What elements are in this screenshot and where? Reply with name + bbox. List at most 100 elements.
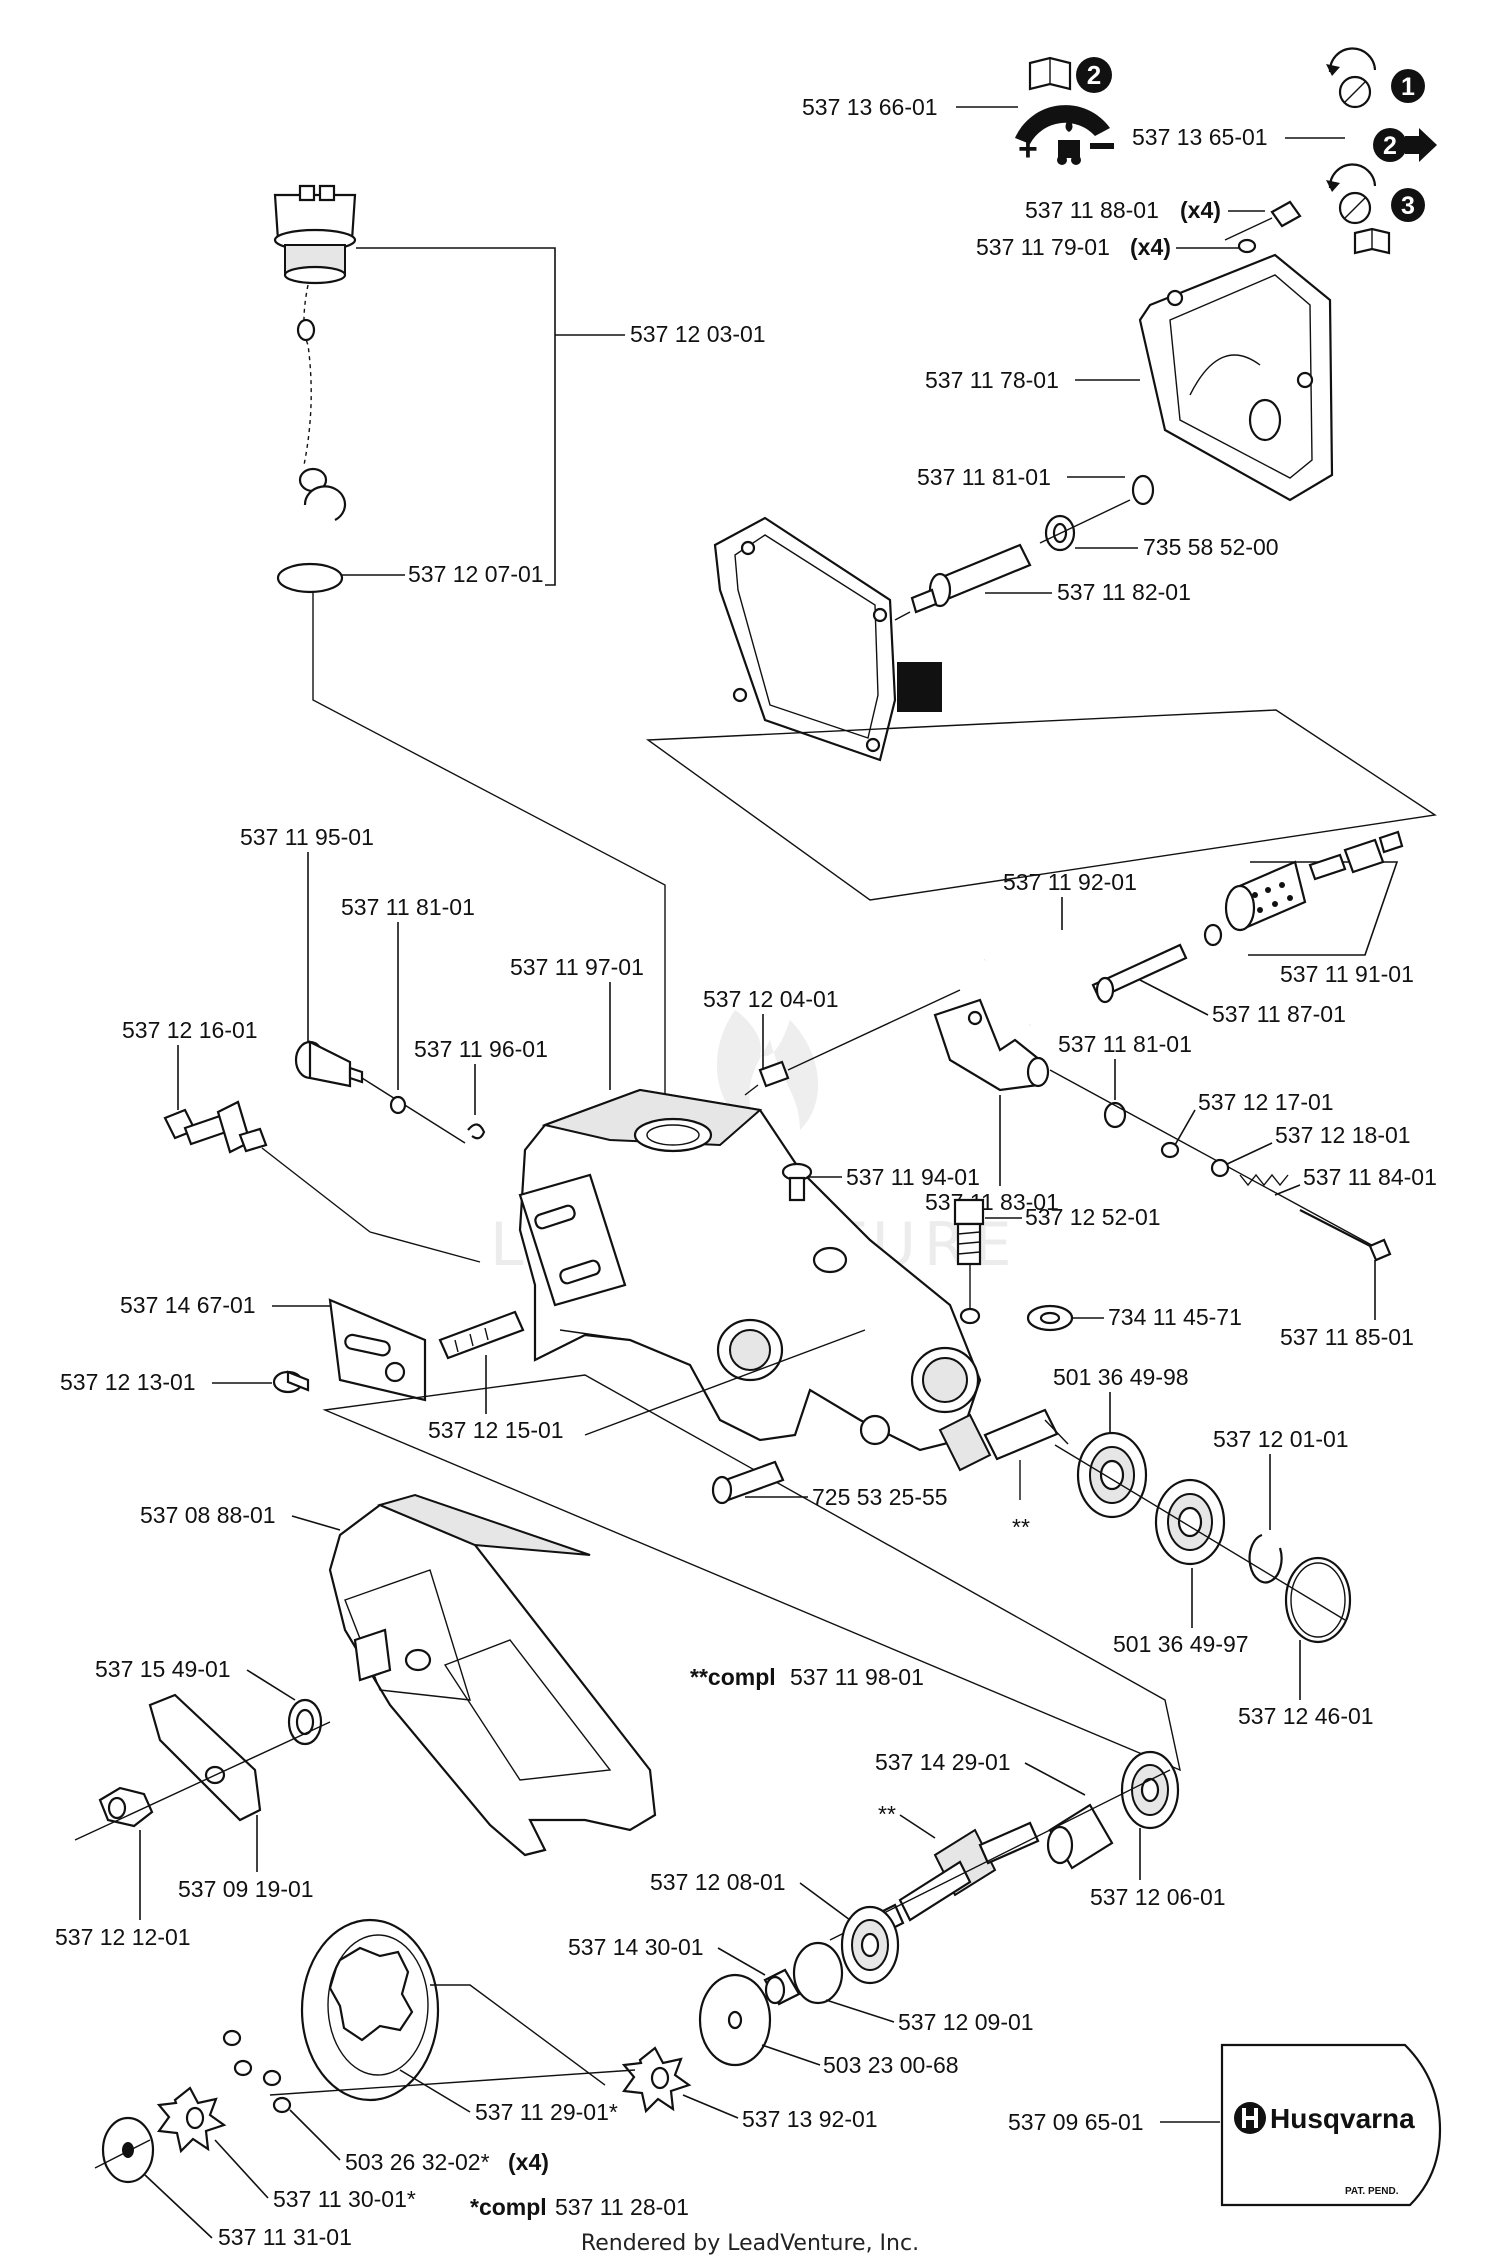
washer-734114571 (1026, 1304, 1074, 1332)
pipe-537118201 (910, 499, 1131, 614)
svg-text:537 11 94-01: 537 11 94-01 (846, 1164, 980, 1190)
svg-text:501 36 49-97: 501 36 49-97 (1113, 1631, 1249, 1657)
book-icon (1028, 56, 1072, 91)
callout-537136501: 537 13 65-01 (1132, 124, 1345, 150)
svg-text:537 14 67-01: 537 14 67-01 (120, 1292, 256, 1318)
svg-text:537 11 87-01: 537 11 87-01 (1212, 1001, 1346, 1027)
svg-text:537 12 52-01: 537 12 52-01 (1025, 1204, 1161, 1230)
housing-reference-line-2 (584, 1329, 866, 1436)
callout-537119601: 537 11 96-01 (414, 1036, 548, 1115)
double-star-a: ** (1012, 1514, 1030, 1540)
svg-text:537 12 07-01: 537 12 07-01 (408, 561, 544, 587)
svg-text:537 11 82-01: 537 11 82-01 (1057, 579, 1191, 605)
spring-537118401 (1239, 1173, 1289, 1187)
drum-reference-line (430, 1984, 606, 2086)
callout-537119401: 537 11 94-01 (800, 1164, 980, 1190)
svg-text:537 11 91-01: 537 11 91-01 (1280, 961, 1414, 987)
svg-text:537 11 78-01: 537 11 78-01 (925, 367, 1059, 393)
spacer-537143001 (763, 1968, 801, 2006)
svg-text:1: 1 (1401, 73, 1415, 101)
washer-537118101-c (1103, 1101, 1127, 1129)
svg-text:537 12 12-01: 537 12 12-01 (55, 1924, 191, 1950)
svg-text:735 58 52-00: 735 58 52-00 (1143, 534, 1279, 560)
step-badge-1: 1 (1391, 69, 1425, 103)
callout-735585200: 735 58 52-00 (1075, 534, 1279, 560)
svg-text:501 36 49-98: 501 36 49-98 (1053, 1364, 1189, 1390)
svg-text:537 11 29-01*: 537 11 29-01* (475, 2099, 618, 2125)
callout-537120401: 537 12 04-01 (703, 986, 839, 1068)
pat-pend-text: PAT. PEND. (1345, 2186, 1399, 2197)
step-badge-book: 2 (1076, 57, 1112, 93)
svg-text:537 09 65-01: 537 09 65-01 (1008, 2109, 1144, 2135)
bevel-gear-shaft (873, 1821, 1040, 1935)
plug-537119501 (294, 1040, 466, 1144)
callout-537136601: 537 13 66-01 (802, 94, 1018, 120)
pinion-shaft (938, 1408, 1069, 1500)
svg-text:*compl: *compl (470, 2194, 547, 2220)
tube-537118701 (1091, 943, 1188, 1004)
cap-reference-line (312, 592, 666, 1115)
callout-537120901: 537 12 09-01 (825, 1999, 1034, 2035)
callout-537120101: 537 12 01-01 (1213, 1426, 1349, 1530)
svg-text:537 11 28-01: 537 11 28-01 (555, 2194, 689, 2220)
callout-537120701: 537 12 07-01 (342, 561, 544, 587)
svg-text:537 14 30-01: 537 14 30-01 (568, 1934, 704, 1960)
callout-725532555: 725 53 25-55 (745, 1484, 948, 1510)
step-badge-2-arrow: 2 (1373, 128, 1437, 162)
svg-text:537 12 15-01: 537 12 15-01 (428, 1417, 564, 1443)
drum-axis-line (269, 2069, 636, 2096)
callout-537088801: 537 08 88-01 (140, 1502, 341, 1531)
husqvarna-logo-text: Husqvarna (1270, 2103, 1415, 2134)
callout-537091901: 537 09 19-01 (178, 1815, 314, 1902)
svg-text:537 11 81-01: 537 11 81-01 (1058, 1031, 1192, 1057)
svg-text:537 12 06-01: 537 12 06-01 (1090, 1884, 1226, 1910)
callout-537121501: 537 12 15-01 (428, 1355, 564, 1443)
double-star-b: ** (878, 1801, 896, 1827)
callout-537118701: 537 11 87-01 (1139, 979, 1346, 1027)
callout-501364998: 501 36 49-98 (1053, 1364, 1189, 1435)
arrow-step-icon (1405, 128, 1437, 162)
svg-text:537 11 85-01: 537 11 85-01 (1280, 1324, 1414, 1350)
callout-503263202: 503 26 32-02* (x4) (289, 2109, 549, 2175)
gearbox-housing-537119701 (518, 1088, 982, 1452)
svg-text:537 11 84-01: 537 11 84-01 (1303, 1164, 1437, 1190)
bolt-537121601 (163, 1100, 481, 1263)
callout-537118101-a: 537 11 81-01 (917, 464, 1125, 490)
callout-537146701: 537 14 67-01 (120, 1292, 330, 1318)
svg-text:503 23 00-68: 503 23 00-68 (823, 2052, 959, 2078)
svg-text:537 11 83-01: 537 11 83-01 (925, 1189, 1059, 1215)
callout-503230068: 503 23 00-68 (761, 2044, 959, 2078)
rotate-screw-icon-1 (1326, 47, 1377, 109)
blade-guard-537088801 (328, 1493, 657, 1857)
book-icon-small (1353, 227, 1391, 255)
svg-text:(x4): (x4) (1130, 234, 1171, 260)
svg-text:537 11 97-01: 537 11 97-01 (510, 954, 644, 980)
callout-537154901: 537 15 49-01 (95, 1656, 296, 1701)
callout-537096501: 537 09 65-01 (1008, 2109, 1220, 2135)
svg-text:537 11 79-01: 537 11 79-01 (976, 234, 1110, 260)
svg-text:537 13 66-01: 537 13 66-01 (802, 94, 938, 120)
oil-adjust-icon: + (1015, 105, 1114, 168)
callout-537112901: 537 11 29-01* (399, 2069, 618, 2125)
callout-537118401: 537 11 84-01 (1274, 1164, 1437, 1196)
screw-725532555 (711, 1460, 785, 1505)
bearing-axis-line (1054, 1444, 1346, 1621)
svg-text:537 08 88-01: 537 08 88-01 (140, 1502, 276, 1528)
callout-537142901: 537 14 29-01 (875, 1749, 1086, 1796)
callout-537125201: 537 12 52-01 (985, 1204, 1161, 1230)
drive-axis-line (829, 1769, 1171, 1941)
svg-text:537 11 88-01: 537 11 88-01 (1025, 197, 1159, 223)
bearing-537120601 (1120, 1750, 1180, 1830)
svg-text:537 15 49-01: 537 15 49-01 (95, 1656, 231, 1682)
svg-text:537 11 30-01*: 537 11 30-01* (273, 2186, 416, 2212)
disc-537113101 (101, 2116, 155, 2184)
svg-text:(x4): (x4) (508, 2149, 549, 2175)
svg-text:537 13 65-01: 537 13 65-01 (1132, 124, 1268, 150)
svg-text:537 11 31-01: 537 11 31-01 (218, 2224, 352, 2250)
nut-axis-line (74, 1721, 331, 1841)
washer-537154901 (287, 1698, 323, 1746)
svg-text:734 11 45-71: 734 11 45-71 (1108, 1304, 1242, 1330)
plate-537091901 (148, 1693, 262, 1822)
reference-square (897, 662, 942, 712)
screw-537119401 (781, 1162, 813, 1202)
